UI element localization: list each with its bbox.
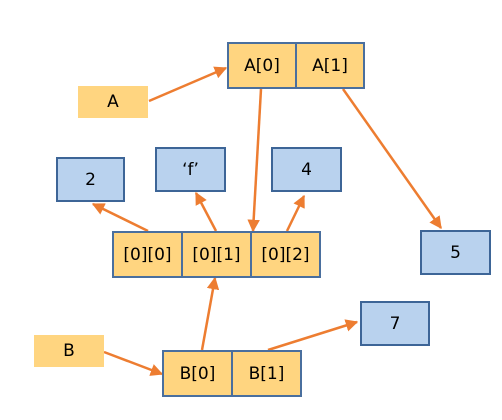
cell-inner-02: [0][2]: [250, 231, 321, 278]
arrow-inner00-to-2: [91, 202, 149, 233]
cell-B0: B[0]: [162, 350, 233, 397]
value-5: 5: [420, 230, 491, 275]
arrow-B1-to-7: [267, 319, 359, 352]
label-B: B: [34, 335, 104, 367]
arrow-A-to-A0: [148, 66, 228, 103]
cell-inner-00: [0][0]: [112, 231, 183, 278]
cell-A0: A[0]: [227, 42, 297, 89]
arrow-B0-to-inner01: [200, 276, 220, 351]
cell-A1: A[1]: [295, 42, 365, 89]
arrow-B-to-B0: [103, 350, 164, 376]
cell-inner-01: [0][1]: [181, 231, 252, 278]
value-7: 7: [360, 301, 430, 346]
arrow-inner02-to-4: [285, 194, 306, 232]
label-A: A: [78, 86, 148, 118]
cell-B1: B[1]: [231, 350, 302, 397]
arrow-A0-to-inner01: [247, 88, 263, 233]
arrow-A1-to-5: [341, 88, 443, 230]
value-2: 2: [56, 157, 125, 202]
value-f: ‘f’: [155, 147, 226, 192]
arrow-inner01-to-f: [194, 191, 218, 232]
value-4: 4: [271, 147, 342, 192]
